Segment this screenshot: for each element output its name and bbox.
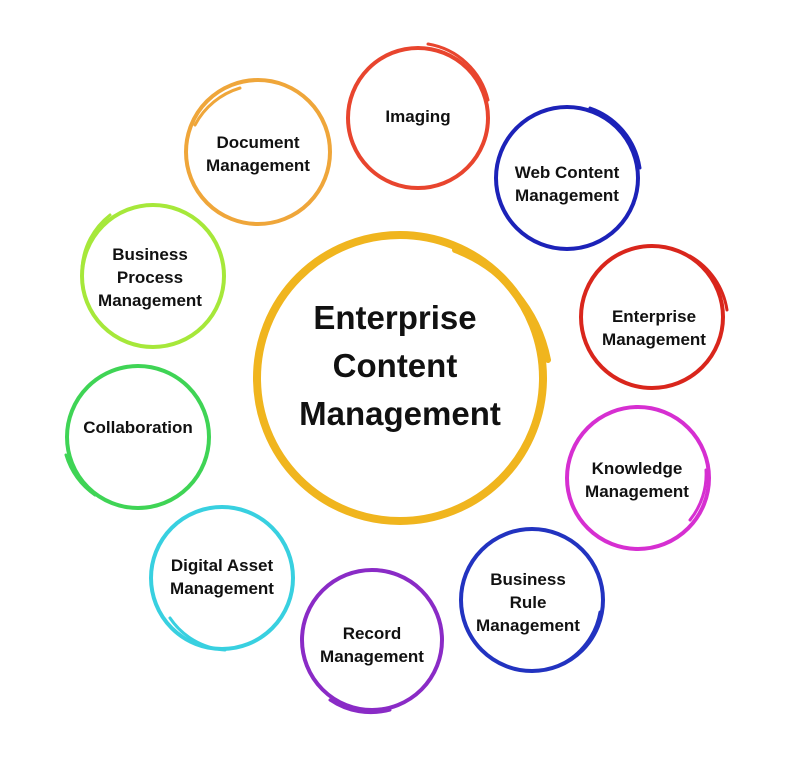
satellite-digital-asset-management: Digital Asset Management [149,505,295,652]
satellite-label-line-2: Management [206,156,310,175]
satellite-web-content-management: Web Content Management [494,105,642,251]
satellite-ring-stroke [558,610,602,667]
satellite-ring-stroke [688,254,729,312]
satellite-record-management: Record Management [300,568,444,715]
satellite-imaging: Imaging [346,42,490,190]
satellite-business-rule-management: Business Rule Management [459,527,605,673]
satellite-label-line-1: Business [490,570,566,589]
satellite-ring-stroke [588,106,642,170]
center-title-line-3: Management [299,395,501,432]
satellite-label-line-1: Digital Asset [171,556,274,575]
satellite-ring [80,203,226,349]
satellite-label-line-1: Collaboration [83,418,193,437]
satellite-label-line-1: Enterprise [612,307,696,326]
satellite-label-line-2: Rule [510,593,547,612]
satellite-ring [565,405,711,551]
satellite-label-line-1: Record [343,624,402,643]
center-title-line-1: Enterprise [313,299,476,336]
center-title-line-2: Content [333,347,458,384]
satellite-label-line-1: Business [112,245,188,264]
satellite-ring [300,568,444,712]
satellite-label-line-2: Management [320,647,424,666]
satellite-label-line-2: Management [602,330,706,349]
satellite-document-management: Document Management [184,78,332,226]
satellite-ring-stroke [64,453,97,497]
satellite-ring [65,364,211,510]
satellite-business-process-management: Business Process Management [80,203,226,349]
center-ring [253,231,547,525]
satellite-ring-stroke [168,616,227,652]
satellite-ring-stroke [193,86,242,127]
satellite-ring-stroke [688,468,708,522]
satellite-ring [459,527,605,673]
satellite-label-line-1: Web Content [515,163,620,182]
center-ring-stroke [452,247,551,363]
satellite-collaboration: Collaboration [64,364,211,510]
satellite-ring [149,505,295,651]
center-node: Enterprise Content Management [253,231,551,525]
satellite-enterprise-management: Enterprise Management [579,244,729,390]
satellite-ring [494,105,640,251]
satellite-label-line-2: Management [170,579,274,598]
satellite-label-line-1: Knowledge [592,459,683,478]
satellite-ring-stroke [328,698,392,715]
satellite-ring-stroke [80,213,112,270]
satellite-label-line-1: Document [216,133,299,152]
satellite-knowledge-management: Knowledge Management [565,405,711,551]
satellite-ring [579,244,725,390]
satellite-label-line-2: Management [585,482,689,501]
satellite-ring [346,46,490,190]
satellite-label-line-3: Management [476,616,580,635]
satellite-label-line-2: Process [117,268,183,287]
satellite-label-line-3: Management [98,291,202,310]
satellite-ring [184,78,332,226]
satellite-label-line-2: Management [515,186,619,205]
satellite-ring-stroke [426,42,490,102]
satellite-label-line-1: Imaging [385,107,450,126]
